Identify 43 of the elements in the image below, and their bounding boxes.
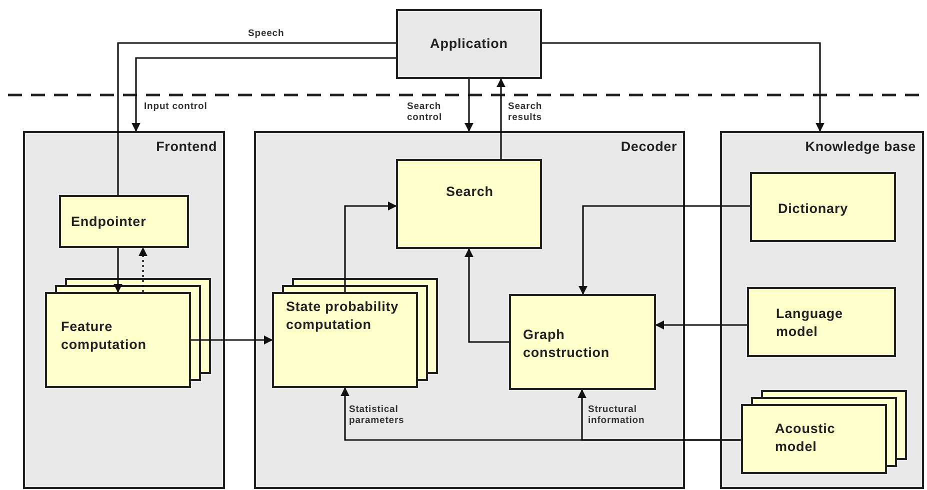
panel-heading: Frontend <box>156 139 217 154</box>
stacked-process-box <box>741 390 904 474</box>
box-label: Graph construction <box>523 326 611 362</box>
process-box <box>747 287 896 357</box>
arrow <box>464 79 474 132</box>
edge-label: Search control <box>407 101 443 124</box>
process-box <box>750 172 896 242</box>
box-label: Search <box>446 183 494 201</box>
box-label: Endpointer <box>71 213 148 231</box>
panel-heading: Decoder <box>620 139 677 154</box>
process-box <box>509 294 656 390</box>
edge-label: Input control <box>144 101 208 112</box>
process-box <box>396 159 542 249</box>
connector-line <box>117 42 396 195</box>
box-label: State probability computation <box>286 298 400 334</box>
module-panel <box>254 131 685 489</box>
edge-label: Search results <box>508 101 544 124</box>
stacked-process-box <box>45 278 211 389</box>
box-label: Application <box>430 35 508 53</box>
arrow <box>496 78 506 159</box>
arrow <box>138 247 148 292</box>
edge-label: Speech <box>248 28 286 40</box>
module-panel <box>720 131 924 489</box>
arrow <box>191 336 273 344</box>
stacked-process-box <box>272 278 438 389</box>
arrow <box>114 248 122 293</box>
arrow <box>344 202 397 292</box>
arrow <box>542 42 824 132</box>
panel-heading: Knowledge base <box>805 139 916 154</box>
box-label: Feature computation <box>61 318 148 354</box>
application-box <box>396 9 542 79</box>
process-box <box>59 195 189 248</box>
module-panel <box>23 131 225 489</box>
arrow <box>464 248 509 343</box>
box-label: Language model <box>776 305 844 340</box>
arrow <box>655 320 747 330</box>
edge-label: Structural information <box>588 404 646 427</box>
box-label: Dictionary <box>778 200 850 218</box>
box-label: Acoustic model <box>775 420 836 456</box>
edge-label: Statistical parameters <box>349 404 406 427</box>
arrow <box>578 205 750 295</box>
arrow <box>340 387 741 441</box>
arrow <box>132 57 396 132</box>
